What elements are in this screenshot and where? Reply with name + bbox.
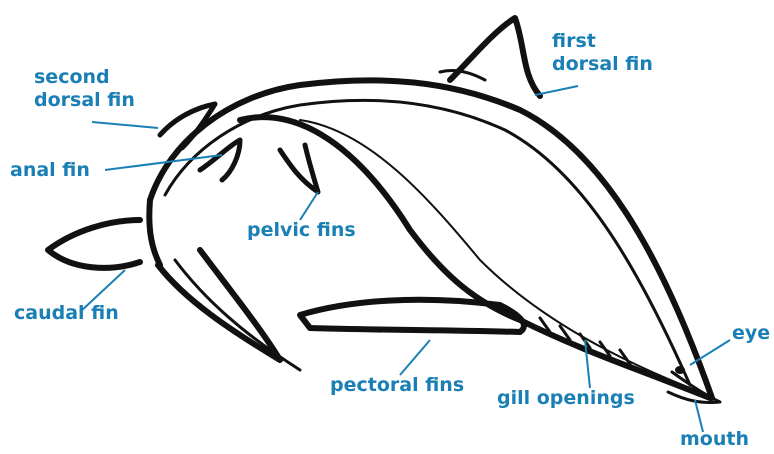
label-anal-fin-text: anal fin: [10, 159, 90, 182]
pectoral-fin-shape: [300, 300, 524, 332]
label-gill-openings: gill openings: [497, 387, 635, 410]
label-anal-fin: anal fin: [10, 159, 90, 182]
label-mouth: mouth: [680, 428, 749, 451]
label-second-dorsal-fin-line1: second: [34, 66, 135, 89]
tail-stalk: [149, 200, 160, 265]
label-pectoral-fins-text: pectoral fins: [330, 374, 464, 397]
first-dorsal-fin-shape: [450, 18, 540, 96]
label-caudal-fin: caudal fin: [14, 302, 119, 325]
shark-eye: [675, 366, 685, 374]
label-first-dorsal-fin-line2: dorsal fin: [552, 53, 653, 76]
label-eye-text: eye: [732, 322, 770, 345]
label-pelvic-fins: pelvic fins: [247, 219, 356, 242]
first-dorsal-fin-base: [440, 70, 485, 80]
label-caudal-fin-text: caudal fin: [14, 302, 119, 325]
label-mouth-text: mouth: [680, 428, 749, 451]
label-second-dorsal-fin: second dorsal fin: [34, 66, 135, 112]
leader-pectoral-fins: [400, 340, 430, 375]
label-gill-openings-text: gill openings: [497, 387, 635, 410]
leader-pelvic-fins: [300, 192, 318, 220]
caudal-fin-trail: [175, 260, 300, 370]
label-second-dorsal-fin-line2: dorsal fin: [34, 89, 135, 112]
leader-second-dorsal-fin: [92, 122, 158, 128]
label-first-dorsal-fin: first dorsal fin: [552, 30, 653, 76]
caudal-fin-upper: [48, 220, 140, 268]
label-eye: eye: [732, 322, 770, 345]
label-pectoral-fins: pectoral fins: [330, 374, 464, 397]
label-first-dorsal-fin-line1: first: [552, 30, 653, 53]
pelvic-fin-shape: [280, 145, 318, 192]
leader-first-dorsal-fin: [535, 86, 578, 95]
label-pelvic-fins-text: pelvic fins: [247, 219, 356, 242]
